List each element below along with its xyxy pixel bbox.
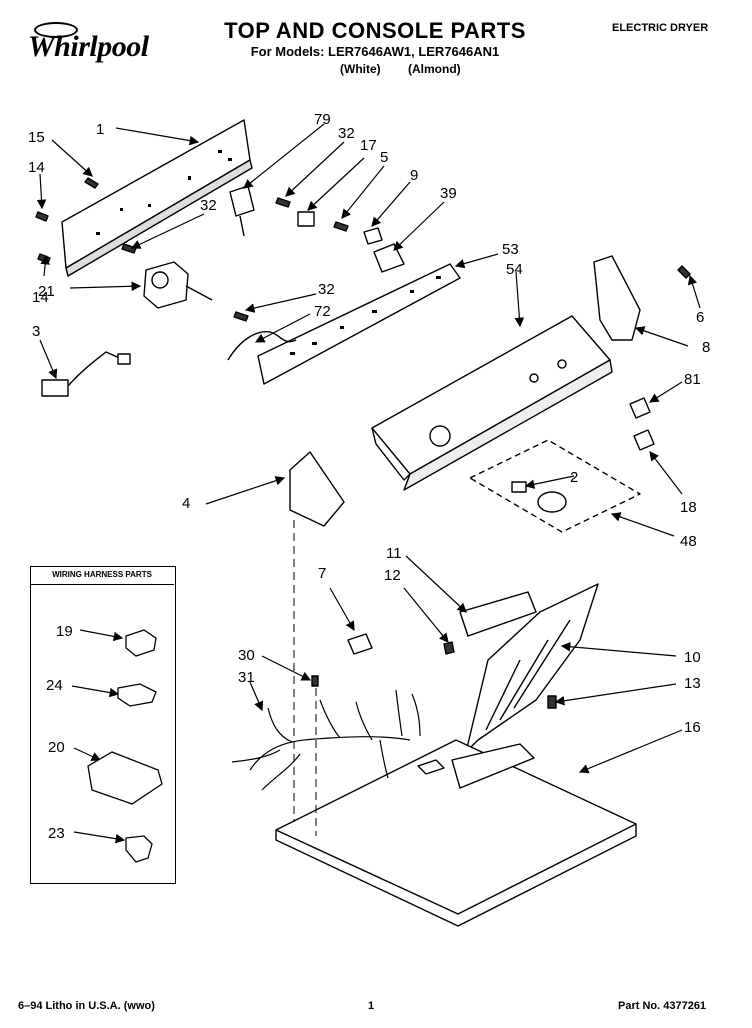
connector-7: [347, 633, 373, 655]
brand-name: Whirlpool: [28, 30, 149, 63]
callout-53: 53: [502, 241, 519, 258]
callout-4: 4: [182, 495, 190, 512]
harness-31: [249, 736, 411, 771]
harness-part-24: [117, 683, 157, 707]
callout-11: 11: [386, 545, 402, 562]
connector-3: [41, 379, 69, 397]
callout-2: 2: [570, 469, 578, 486]
cover-4: [289, 451, 345, 527]
screw-15: [84, 177, 99, 189]
callout-32c: 32: [318, 281, 335, 298]
clip-17: [297, 211, 315, 227]
callout-30: 30: [238, 647, 255, 664]
callout-9: 9: [410, 167, 418, 184]
endcap-8: [593, 255, 641, 341]
shaft-2: [511, 481, 527, 493]
callout-15: 15: [28, 129, 45, 146]
clip-12: [443, 641, 455, 655]
wire-72: [227, 331, 297, 361]
callout-19: 19: [56, 623, 73, 640]
bracket-39: [373, 243, 405, 273]
callout-8: 8: [702, 339, 710, 356]
callout-7: 7: [318, 565, 326, 582]
callout-14b: 14: [32, 289, 49, 306]
callout-79: 79: [314, 111, 331, 128]
callout-32a: 32: [200, 197, 217, 214]
screw-6: [677, 265, 691, 279]
callout-72: 72: [314, 303, 331, 320]
models-line: For Models: LER7646AW1, LER7646AN1: [250, 44, 500, 59]
screw-5: [333, 221, 349, 232]
callout-13: 13: [684, 675, 701, 692]
logo-swoosh-icon: [34, 22, 78, 38]
callout-10: 10: [684, 649, 701, 666]
screw-32a: [121, 243, 137, 254]
wiring-harness-title: WIRING HARNESS PARTS: [30, 566, 174, 585]
callout-12: 12: [384, 567, 401, 584]
callout-20: 20: [48, 739, 65, 756]
console-54: [371, 315, 611, 475]
footer-part-number: Part No. 4377261: [618, 1000, 707, 1012]
callout-54: 54: [506, 261, 523, 278]
callout-16: 16: [684, 719, 701, 736]
plate-11: [459, 591, 537, 637]
callout-17: 17: [360, 137, 377, 154]
footer-page-number: 1: [368, 1000, 375, 1012]
callout-6: 6: [696, 309, 704, 326]
bushing-18: [633, 429, 655, 451]
screw-14b: [37, 253, 51, 264]
screw-32c: [233, 311, 249, 322]
callout-39: 39: [440, 185, 457, 202]
harness-part-20: [87, 751, 163, 805]
callout-31: 31: [238, 669, 255, 686]
bushing-81: [629, 397, 651, 419]
footer-litho: 6–94 Litho in U.S.A. (wwo): [18, 1000, 155, 1012]
callout-14a: 14: [28, 159, 45, 176]
callout-23: 23: [48, 825, 65, 842]
callout-21: 21: [38, 283, 55, 300]
clip-30: [311, 675, 319, 687]
control-panel-plate-edge: [65, 159, 253, 277]
callout-3: 3: [32, 323, 40, 340]
harness-part-23: [125, 835, 153, 863]
product-type: ELECTRIC DRYER: [612, 22, 709, 34]
callout-18: 18: [680, 499, 697, 516]
control-panel-plate: [61, 119, 251, 269]
callout-1: 1: [96, 121, 104, 138]
variant-almond: (Almond): [408, 62, 461, 76]
callout-5: 5: [380, 149, 388, 166]
screw-32b: [275, 197, 291, 208]
whirlpool-logo: Whirlpool: [14, 20, 174, 76]
bracket-9: [363, 227, 383, 245]
color-variants: (White) (Almond): [340, 62, 485, 76]
knob-48: [537, 491, 567, 513]
control-bracket-53: [257, 263, 461, 385]
screw-13: [547, 695, 557, 709]
harness-part-19: [125, 629, 157, 657]
switch-79: [229, 185, 255, 217]
screw-14a: [35, 211, 49, 222]
wiring-harness-box: [30, 566, 176, 884]
callout-81: 81: [684, 371, 701, 388]
page-title: TOP AND CONSOLE PARTS: [224, 18, 526, 43]
variant-white: (White): [340, 62, 381, 76]
callout-48: 48: [680, 533, 697, 550]
callout-24: 24: [46, 677, 63, 694]
callout-32b: 32: [338, 125, 355, 142]
